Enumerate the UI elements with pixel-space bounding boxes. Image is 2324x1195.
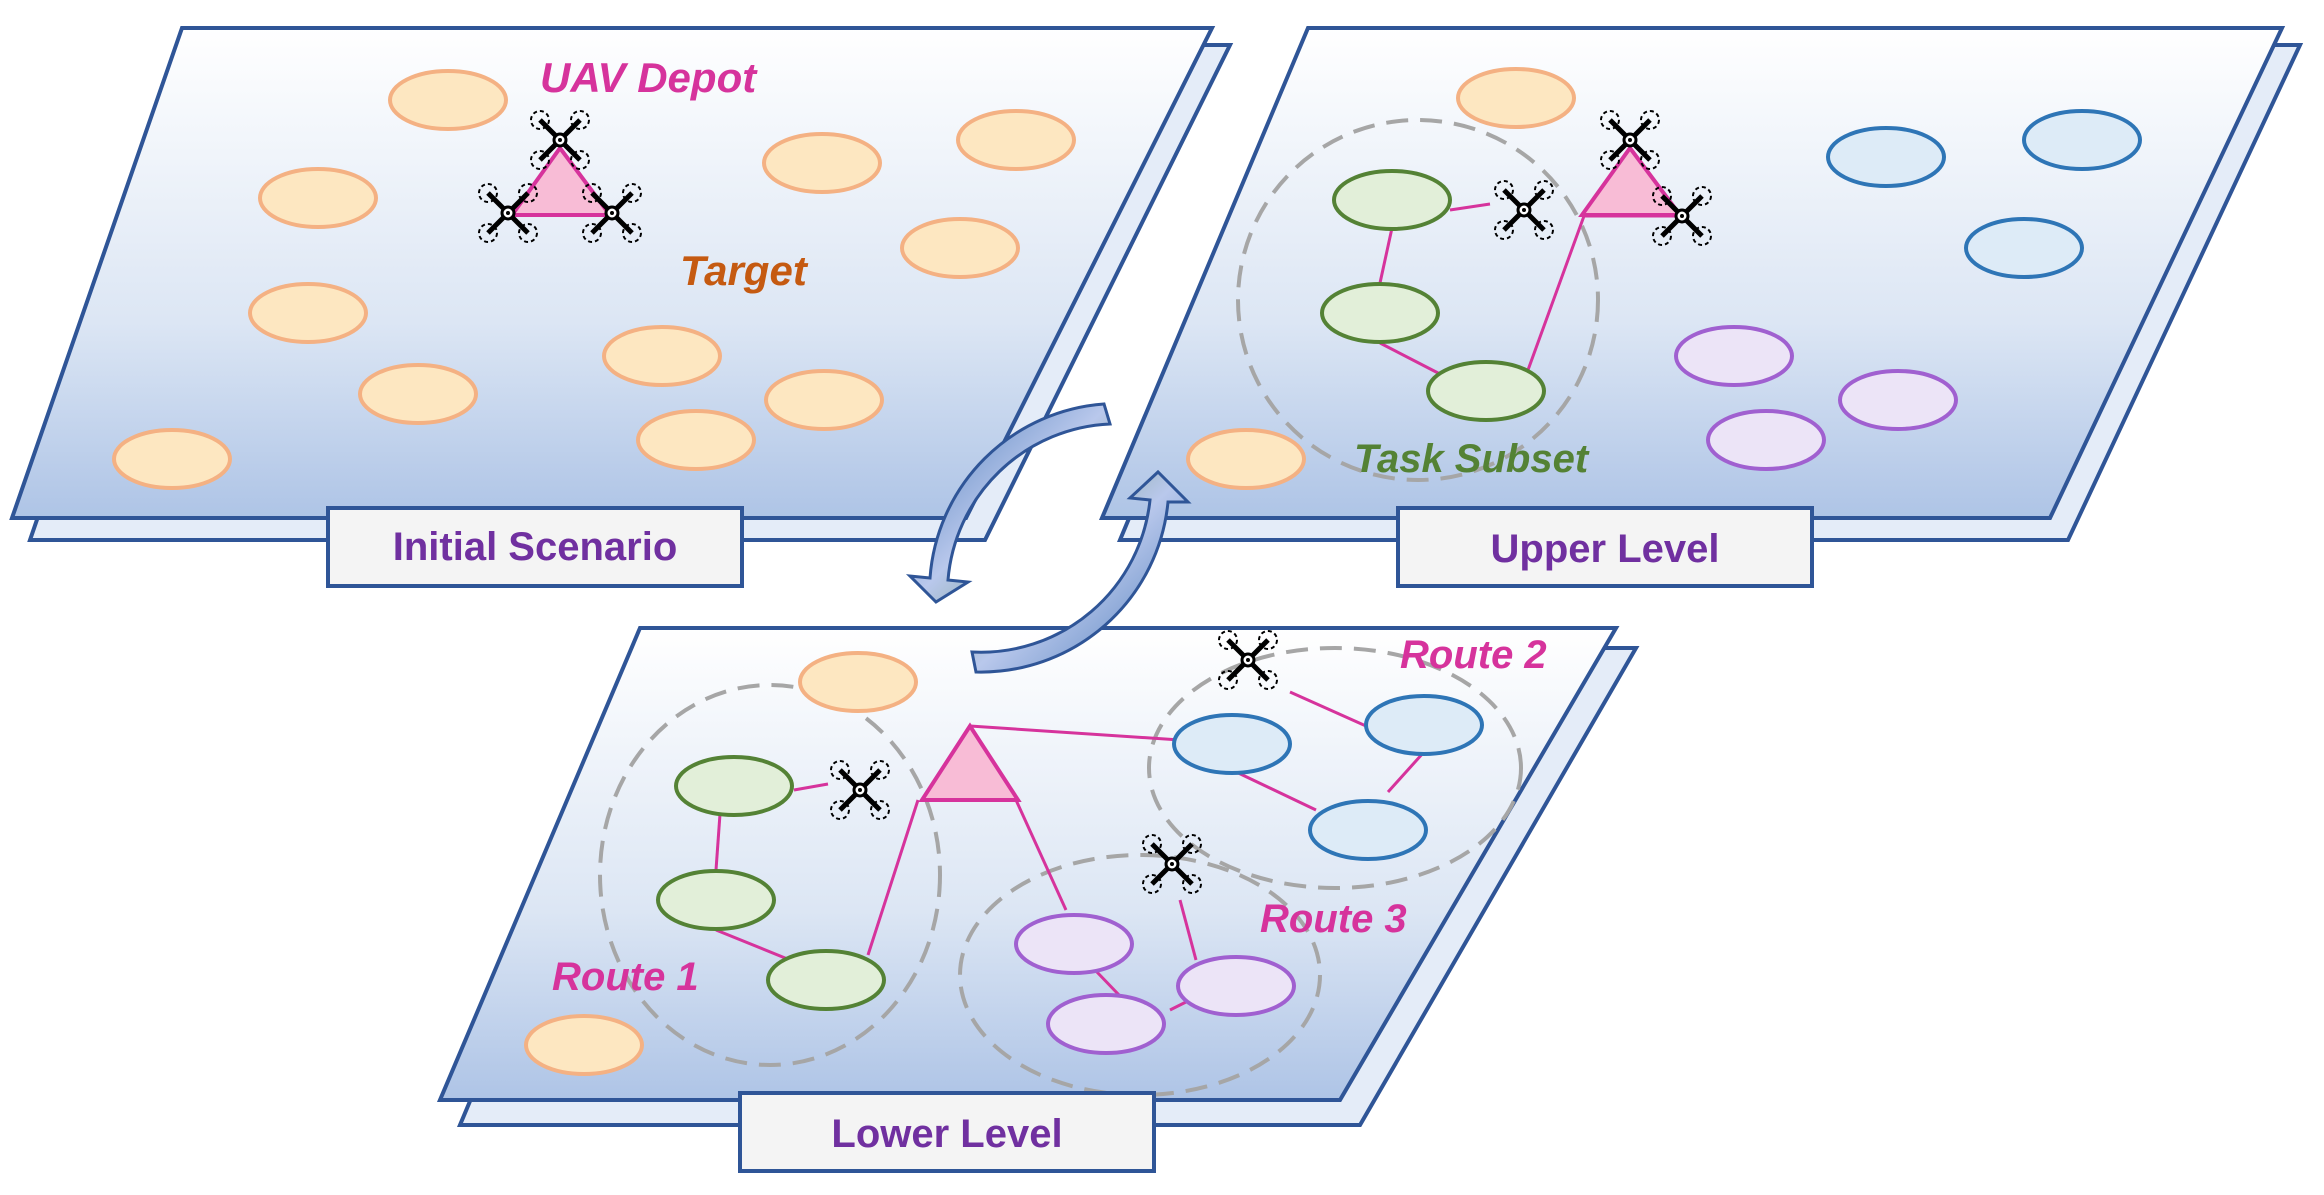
target-node — [1456, 67, 1576, 129]
panel-label-lower: Lower Level — [831, 1112, 1062, 1156]
target-node — [248, 282, 368, 344]
task-subset-circle — [1236, 118, 1600, 482]
panel-lower-level: Route 2 Route 3 Route 1 Lower Level — [436, 626, 1640, 1173]
route2-circle — [1147, 646, 1523, 890]
label-box-lower — [738, 1091, 1156, 1173]
upper-blue-nodes — [1826, 109, 2142, 279]
target-node — [762, 132, 882, 194]
lower-purple-nodes — [1014, 913, 1296, 1055]
target-node — [956, 109, 1076, 171]
target-node — [1332, 169, 1452, 231]
lower-orange-nodes — [524, 651, 918, 1076]
cycle-arrow-icon — [905, 402, 1192, 674]
target-node — [636, 409, 756, 471]
lower-route-lines — [714, 690, 1426, 1012]
target-node — [798, 651, 918, 713]
target-node — [358, 363, 478, 425]
target-node — [1014, 913, 1134, 975]
panel-initial-scenario: UAV Depot Target Initial Scenario — [9, 26, 1234, 588]
target-node — [1364, 694, 1484, 756]
task-subset-label: Task Subset — [1354, 437, 1590, 481]
target-node — [2022, 109, 2142, 171]
cycle-arrow-right — [970, 469, 1192, 674]
route2-label: Route 2 — [1400, 633, 1547, 677]
label-box-upper — [1396, 506, 1814, 588]
panel-label-initial: Initial Scenario — [393, 525, 678, 569]
lower-green-nodes — [656, 755, 886, 1011]
target-nodes — [112, 69, 1076, 490]
target-node — [1964, 217, 2084, 279]
target-node — [1426, 360, 1546, 422]
target-node — [258, 167, 378, 229]
target-node — [1172, 713, 1292, 775]
target-node — [1176, 955, 1296, 1017]
target-node — [1706, 409, 1826, 471]
upper-purple-nodes — [1674, 325, 1958, 471]
target-node — [1838, 369, 1958, 431]
target-node — [112, 428, 232, 490]
route3-label: Route 3 — [1260, 897, 1407, 941]
label-box-initial — [326, 506, 744, 588]
cycle-arrow-left — [905, 402, 1112, 604]
target-node — [1186, 428, 1306, 490]
target-node — [674, 755, 794, 817]
target-node — [900, 217, 1020, 279]
target-node — [1674, 325, 1794, 387]
route1-label: Route 1 — [552, 955, 699, 999]
target-node — [524, 1014, 644, 1076]
panel-label-upper: Upper Level — [1491, 527, 1720, 571]
target-node — [1046, 993, 1166, 1055]
upper-green-nodes — [1320, 169, 1546, 422]
panel-upper-level: Task Subset Upper Level — [1098, 26, 2304, 588]
depot-label: UAV Depot — [540, 54, 758, 101]
lower-blue-nodes — [1172, 694, 1484, 861]
target-node — [766, 949, 886, 1011]
route3-circle — [958, 853, 1322, 1097]
target-label: Target — [680, 247, 809, 294]
target-node — [1826, 126, 1946, 188]
upper-orange-nodes — [1186, 67, 1576, 490]
target-node — [1308, 799, 1428, 861]
route1-circle — [598, 683, 942, 1067]
target-node — [764, 369, 884, 431]
target-node — [656, 869, 776, 931]
target-node — [388, 69, 508, 131]
target-node — [1320, 282, 1440, 344]
target-node — [602, 325, 722, 387]
depot-triangle-icon — [918, 722, 1022, 802]
depot-triangle-icon — [1578, 144, 1684, 217]
